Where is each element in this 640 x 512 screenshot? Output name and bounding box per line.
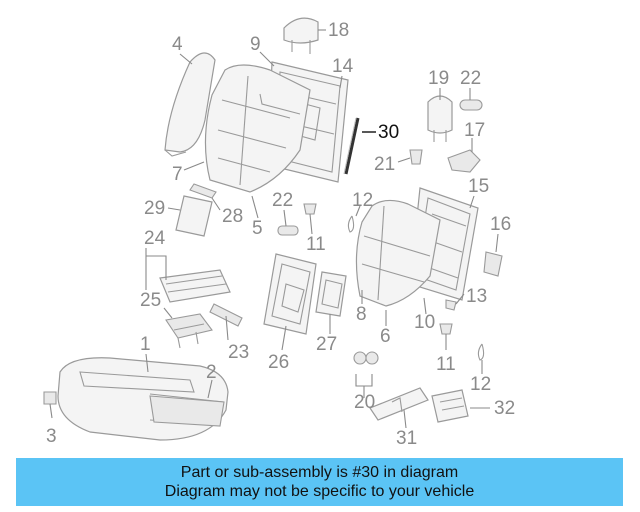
callout-23: 23	[228, 342, 249, 363]
callout-9: 9	[250, 34, 261, 55]
part-20-headrest	[283, 17, 319, 54]
part-1-seat-cushion	[57, 357, 229, 441]
part-4-side-bolster	[164, 52, 216, 157]
callout-3: 3	[46, 426, 57, 447]
callout-26: 26	[268, 352, 289, 373]
part-31-lever	[369, 387, 429, 421]
part-26-frame	[263, 253, 317, 335]
part-11-clip-lower	[439, 323, 453, 335]
callout-17: 17	[464, 120, 485, 141]
part-12-hook-upper	[347, 215, 355, 233]
callout-19: 19	[428, 68, 449, 89]
info-banner: Part or sub-assembly is #30 in diagram D…	[16, 458, 623, 506]
callout-labels: 18 4 9 14 30 19 22 17 21 7 29 28 5 22 11…	[46, 20, 515, 449]
callout-22-top: 22	[460, 68, 481, 89]
callout-32: 32	[494, 398, 515, 419]
banner-line-1: Part or sub-assembly is #30 in diagram	[180, 464, 459, 481]
callout-27: 27	[316, 334, 337, 355]
part-30-rod	[343, 117, 360, 175]
callout-30: 30	[378, 122, 399, 143]
callout-14: 14	[332, 56, 354, 77]
callout-1: 1	[140, 334, 151, 355]
part-32-module	[431, 389, 469, 423]
callout-22-mid: 22	[272, 190, 293, 211]
callout-12-upper: 12	[352, 190, 373, 211]
callout-11-upper: 11	[306, 234, 326, 255]
part-27-frame	[315, 271, 347, 317]
callout-4: 4	[172, 34, 183, 55]
part-12-hook-lower	[477, 343, 485, 361]
part-11-clip-upper	[303, 203, 317, 215]
part-18-buttons	[353, 351, 379, 365]
callout-28: 28	[222, 206, 243, 227]
callout-24: 24	[144, 228, 166, 249]
part-23-strip	[209, 303, 243, 327]
part-17-latch	[447, 149, 481, 173]
parts-diagram: 18 4 9 14 30 19 22 17 21 7 29 28 5 22 11…	[43, 17, 515, 449]
callout-6: 6	[380, 326, 391, 347]
callout-20: 18	[328, 20, 349, 41]
callout-25: 25	[140, 290, 161, 311]
callout-29: 29	[144, 198, 165, 219]
part-24-pad	[159, 269, 231, 303]
callout-8: 8	[356, 304, 367, 325]
callout-31: 31	[396, 428, 417, 449]
part-21-clip	[409, 149, 423, 165]
callout-11-lower: 11	[436, 354, 456, 375]
callout-7: 7	[172, 164, 183, 185]
part-22-guide-mid	[277, 225, 299, 236]
callout-21: 21	[374, 154, 395, 175]
callout-5: 5	[252, 218, 263, 239]
part-7-backrest-cushion	[204, 64, 311, 193]
callout-15: 15	[468, 176, 489, 197]
callout-10: 10	[414, 312, 435, 333]
callout-2: 2	[206, 362, 217, 383]
part-16-bracket	[483, 251, 503, 277]
part-28-panel	[189, 183, 217, 199]
part-6-backrest-cushion-right	[355, 199, 441, 307]
part-22-guide-top	[459, 99, 483, 111]
part-13-clip	[445, 299, 457, 311]
part-29-panel	[175, 195, 213, 237]
callout-16: 16	[490, 214, 511, 235]
part-25-bracket	[165, 313, 213, 349]
callout-12-lower: 12	[470, 374, 491, 395]
callout-18: 20	[354, 392, 375, 413]
banner-line-2: Diagram may not be specific to your vehi…	[164, 483, 475, 500]
leader-lines	[49, 29, 499, 429]
part-3-bracket	[43, 391, 57, 405]
callout-13: 13	[466, 286, 487, 307]
part-19-headrest	[427, 95, 453, 142]
